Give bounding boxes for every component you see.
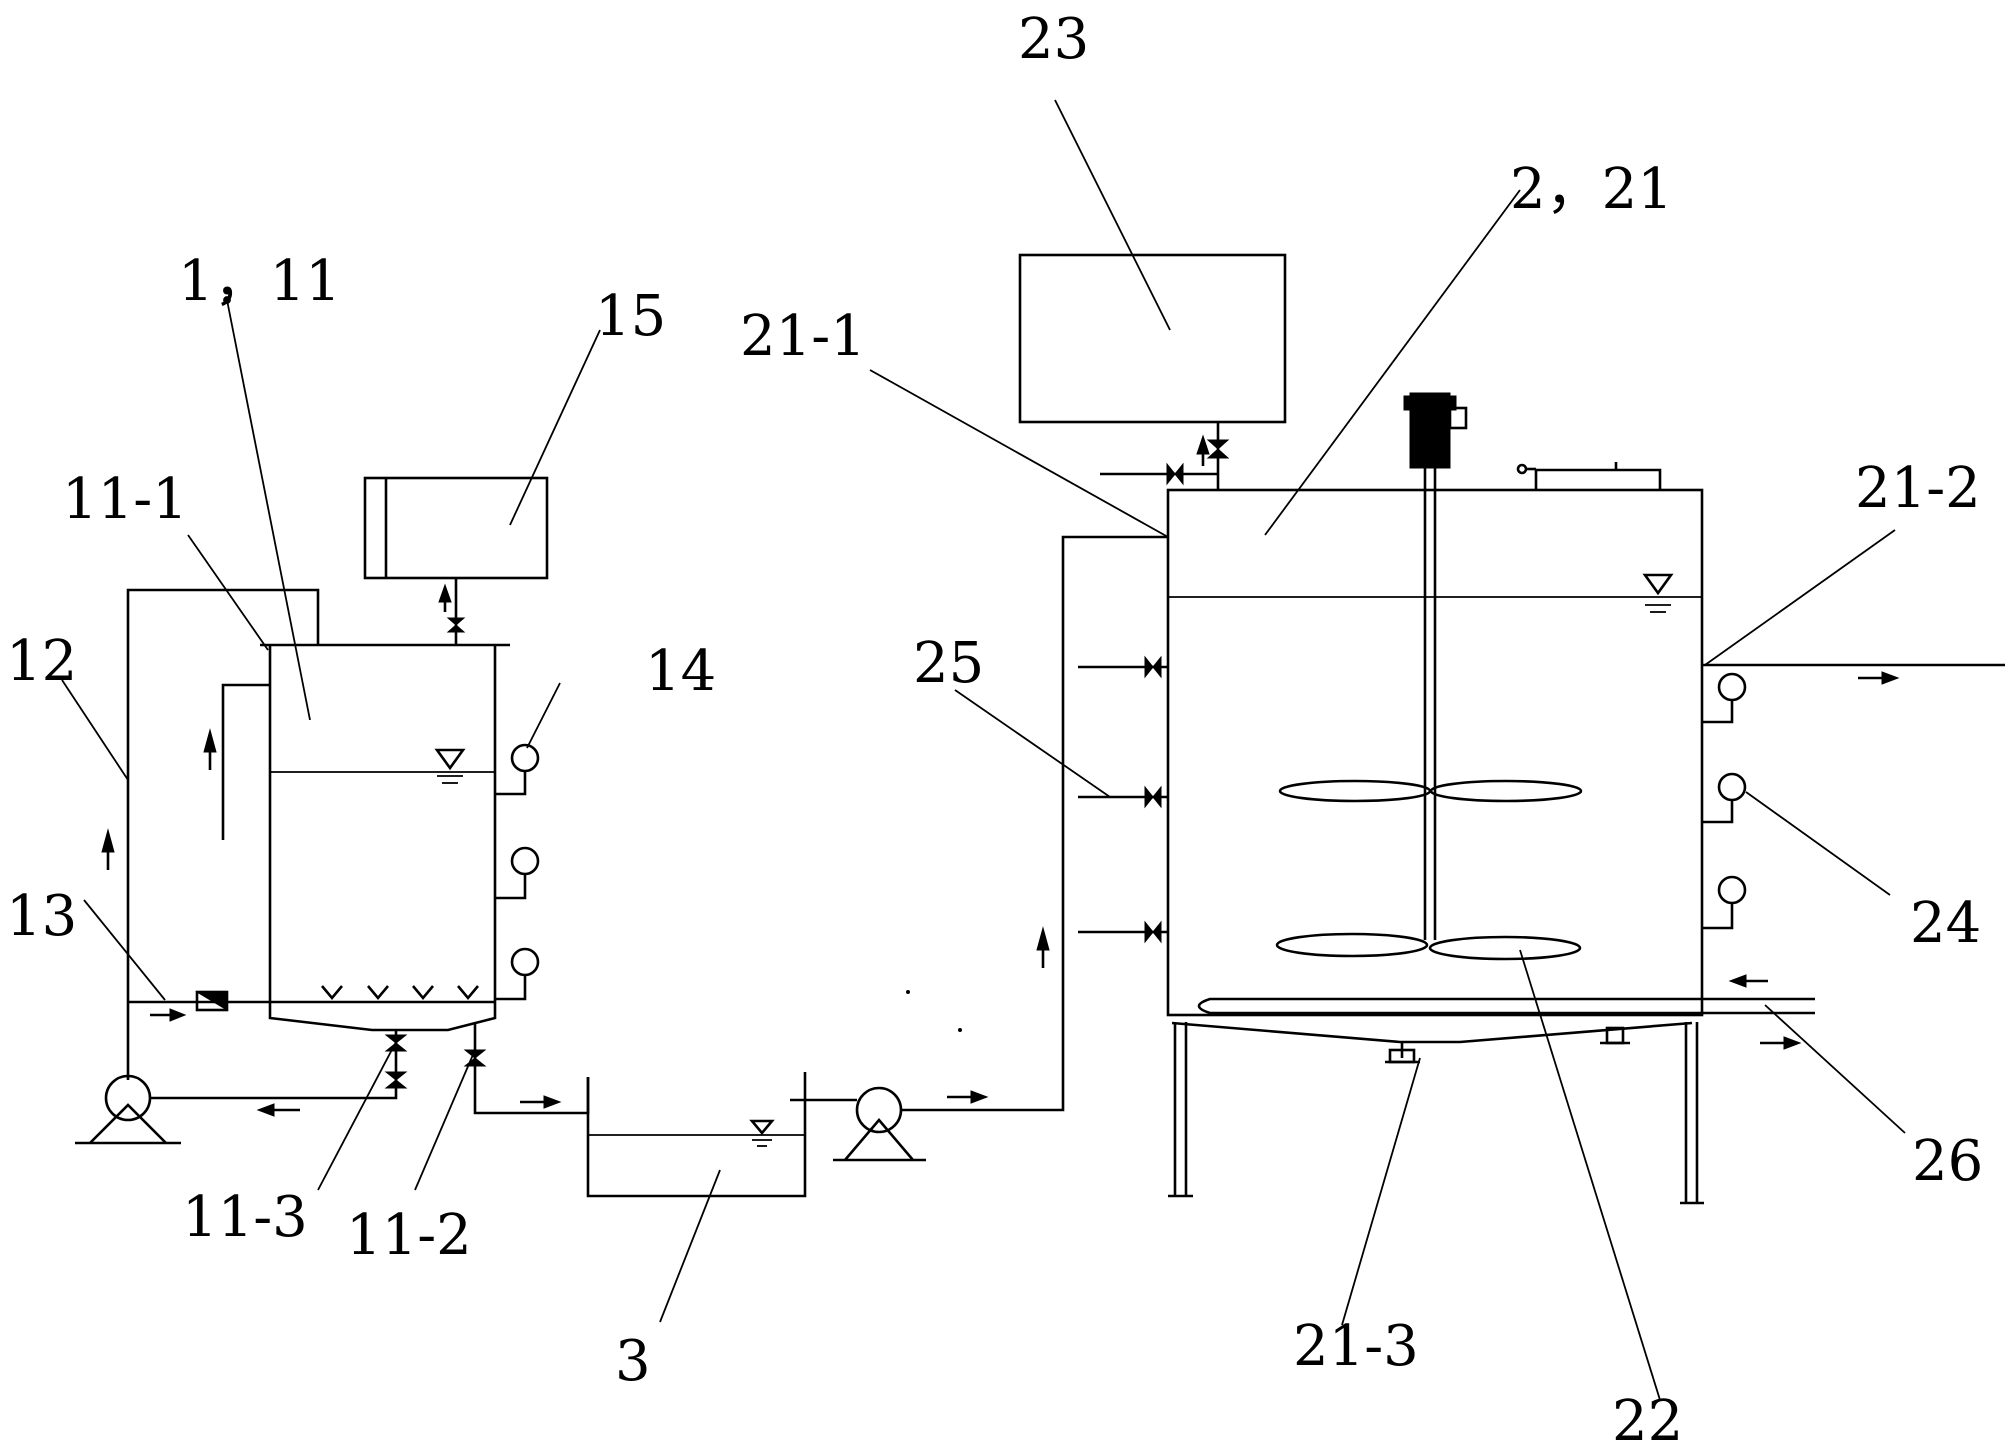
sludge-pipe-11-3	[150, 1030, 398, 1100]
probes-24	[1702, 672, 1747, 930]
water-level-symbol	[434, 748, 466, 784]
label-15: 15	[595, 284, 666, 349]
probes-14	[495, 743, 540, 1001]
label-21-3: 21-3	[1293, 1314, 1419, 1379]
valve-11-2	[463, 1049, 487, 1067]
sampling-valves-25	[1078, 655, 1168, 944]
valve-11-3	[384, 1034, 408, 1052]
heating-coil-26	[1197, 997, 1815, 1015]
label-21-2: 21-2	[1855, 456, 1981, 521]
label-24: 24	[1910, 891, 1981, 956]
labels: 1，11 11-1 12 13 14 15 11-3 11-2 3 25 21-…	[6, 7, 1983, 1447]
outlet-pipe-11-2	[473, 1022, 590, 1115]
label-22: 22	[1612, 1389, 1683, 1447]
circulation-pump	[75, 1074, 181, 1145]
label-11-1: 11-1	[62, 467, 188, 532]
recirculation-pipe-12	[126, 588, 320, 1080]
label-13: 13	[6, 884, 77, 949]
label-1-11: 1，11	[178, 249, 341, 314]
impellers-22	[1275, 779, 1583, 961]
feed-pump	[790, 535, 1168, 1162]
anaerobic-tank-system	[75, 476, 590, 1145]
label-25: 25	[913, 631, 984, 696]
gas-collector-23	[1018, 253, 1287, 490]
aerator-diffusers	[321, 985, 479, 1001]
label-12: 12	[6, 629, 77, 694]
label-3: 3	[615, 1329, 651, 1394]
label-21-1: 21-1	[740, 304, 866, 369]
label-2-21: 2，21	[1510, 157, 1673, 222]
label-14: 14	[645, 639, 716, 704]
leader-lines	[61, 99, 1906, 1401]
reactor-2-21	[1018, 253, 2005, 1205]
intermediate-tank-3	[586, 990, 962, 1198]
label-26: 26	[1912, 1129, 1983, 1194]
gas-collector-15	[363, 476, 549, 645]
reactor-legs	[1168, 1022, 1704, 1205]
label-11-3: 11-3	[182, 1185, 308, 1250]
valve-11-3b	[384, 1071, 408, 1089]
tank-11	[268, 645, 497, 1032]
label-23: 23	[1018, 7, 1089, 72]
water-level-symbol-21	[1642, 573, 1674, 613]
stirrer-motor	[1403, 392, 1468, 940]
label-11-2: 11-2	[346, 1203, 472, 1268]
inlet-pipe-11-1	[221, 683, 270, 840]
